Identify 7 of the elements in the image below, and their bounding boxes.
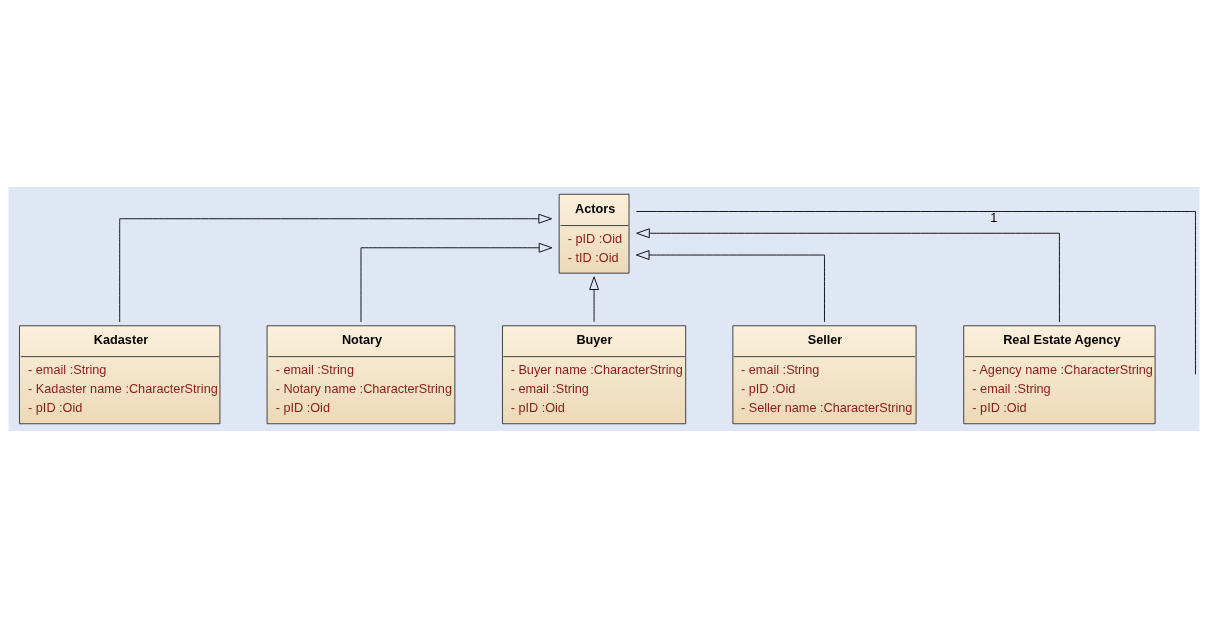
- arrow: [589, 275, 599, 322]
- arrow: [635, 249, 825, 322]
- edge-label: 1: [990, 210, 998, 225]
- arrow: [360, 242, 553, 322]
- arrow: [636, 227, 1060, 323]
- connector: [635, 210, 1196, 375]
- arrow: [119, 213, 553, 322]
